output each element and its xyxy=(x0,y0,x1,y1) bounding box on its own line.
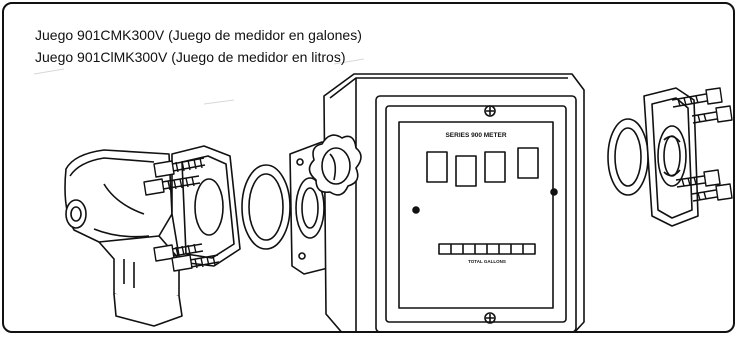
outlet-bolts xyxy=(671,87,733,202)
left-gasket xyxy=(241,164,291,250)
bracket-flange xyxy=(171,145,241,267)
mounting-bracket xyxy=(64,149,183,327)
caption-liters-kit: Juego 901ClMK300V (Juego de medidor en l… xyxy=(35,49,346,65)
totalizer-label: TOTAL GALLONS xyxy=(468,259,506,264)
caption-gallons-kit: Juego 901CMK300V (Juego de medidor en ga… xyxy=(35,27,362,43)
outlet-flange xyxy=(643,87,699,227)
reset-knob xyxy=(308,134,362,196)
meter-face-label: SERIES 900 METER xyxy=(445,132,506,139)
figure-frame: SERIES 900 METER TOTAL GALLONS Juego 901… xyxy=(2,2,735,333)
meter-body xyxy=(323,73,585,331)
bracket-bolts xyxy=(143,157,220,272)
meter-kit-exploded-illustration: SERIES 900 METER TOTAL GALLONS xyxy=(33,58,733,331)
right-gasket xyxy=(607,118,649,196)
